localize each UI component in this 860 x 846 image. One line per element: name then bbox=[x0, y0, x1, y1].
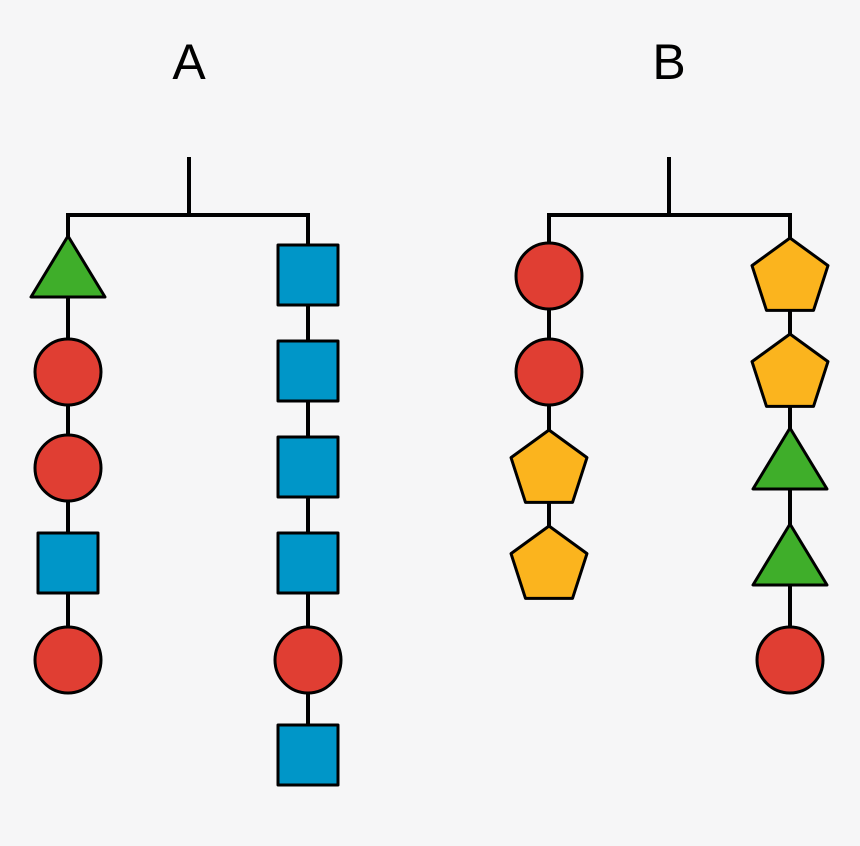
triangle-charm bbox=[751, 426, 829, 491]
square-charm bbox=[276, 531, 340, 595]
connector-lines bbox=[66, 157, 310, 752]
square-charm bbox=[276, 435, 340, 499]
mobile-b: B bbox=[509, 34, 830, 695]
mobile-a: A bbox=[29, 34, 343, 787]
circle-charm bbox=[33, 337, 103, 407]
pentagon-charm bbox=[509, 524, 589, 600]
circle-charm bbox=[33, 433, 103, 503]
circle-charm bbox=[514, 241, 584, 311]
charms bbox=[509, 236, 830, 695]
square-charm bbox=[36, 531, 100, 595]
mobile-a-label: A bbox=[172, 34, 206, 90]
pentagon-charm bbox=[750, 236, 830, 312]
pentagon-charm bbox=[509, 428, 589, 504]
square-charm bbox=[276, 243, 340, 307]
circle-charm bbox=[514, 337, 584, 407]
mobile-b-label: B bbox=[652, 34, 685, 90]
circle-charm bbox=[33, 625, 103, 695]
charms bbox=[29, 234, 343, 787]
pentagon-charm bbox=[750, 332, 830, 408]
triangle-charm bbox=[751, 522, 829, 587]
square-charm bbox=[276, 723, 340, 787]
circle-charm bbox=[755, 625, 825, 695]
square-charm bbox=[276, 339, 340, 403]
circle-charm bbox=[273, 625, 343, 695]
triangle-charm bbox=[29, 234, 107, 299]
